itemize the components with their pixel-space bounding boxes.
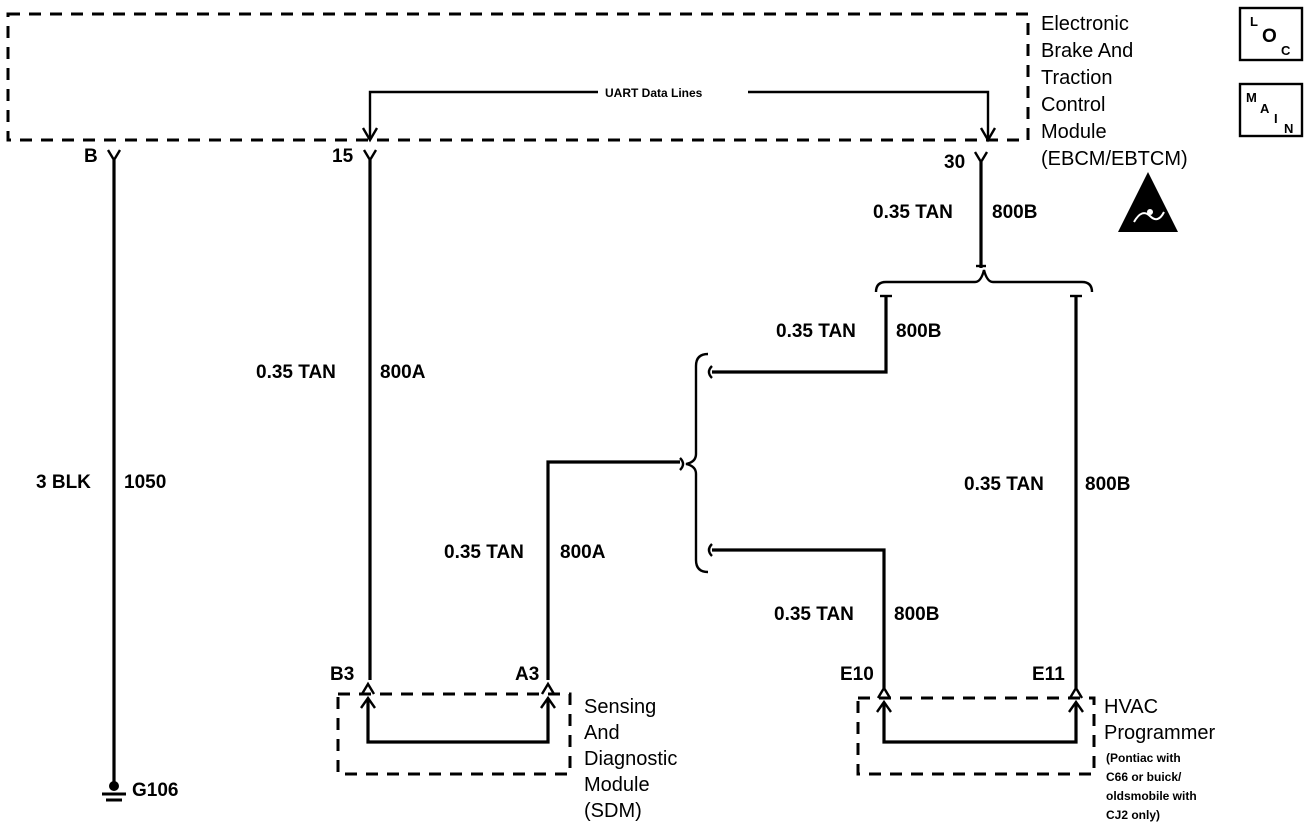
loc-badge-o: O [1262, 26, 1277, 47]
hvac-note-line-4: CJ2 only) [1106, 808, 1160, 822]
ebcm-title-line-1: Electronic [1041, 13, 1129, 35]
uart-data-line [368, 90, 990, 138]
splice-brace-middle [685, 352, 709, 574]
hvac-pin-e11-connector [1068, 685, 1084, 699]
ebcm-pin-15-connector [362, 149, 378, 163]
hvac-internal-jumper [882, 704, 1078, 744]
sdm-module-box [336, 692, 572, 776]
hvac-inner-arrow-right [1068, 699, 1084, 713]
splice-brace-top [874, 269, 1094, 293]
sdm-pin-a3-connector [540, 681, 556, 695]
splice-middle-stub-left [679, 457, 685, 471]
wire-800a-upper-circuit: 800A [380, 362, 426, 383]
hvac-note-line-2: C66 or buick/ [1106, 770, 1182, 784]
splice-middle-stub-bottom [707, 543, 713, 557]
wire-800a-lower-circuit: 800A [560, 542, 606, 563]
uart-label: UART Data Lines [605, 86, 703, 100]
main-badge-m: M [1246, 90, 1257, 105]
hvac-title: HVAC Programmer (Pontiac with C66 or bui… [1104, 696, 1215, 822]
wire-800b-low-gauge: 0.35 TAN [774, 604, 854, 625]
hvac-note-line-3: oldsmobile with [1106, 789, 1197, 803]
sdm-title-line-4: Module [584, 774, 650, 796]
sdm-internal-jumper [366, 700, 550, 744]
hvac-title-line-1: HVAC [1104, 696, 1158, 718]
ebcm-title-line-5: Module [1041, 121, 1107, 143]
esd-warning-icon [1118, 172, 1178, 232]
loc-badge[interactable]: L O C [1238, 6, 1304, 62]
ebcm-pin-b: B [84, 146, 98, 167]
wire-800b-low [712, 548, 886, 688]
wire-800b-top-gauge: 0.35 TAN [873, 202, 953, 223]
main-badge-n: N [1284, 121, 1293, 136]
wire-800b-right-gauge: 0.35 TAN [964, 474, 1044, 495]
wire-800a-lower-gauge: 0.35 TAN [444, 542, 524, 563]
wire-800b-right-circuit: 800B [1085, 474, 1130, 495]
ebcm-title-line-3: Traction [1041, 67, 1113, 89]
ground-label: G106 [132, 780, 178, 801]
wire-800b-top-circuit: 800B [992, 202, 1037, 223]
wire-800a-lower [546, 460, 680, 680]
hvac-title-line-2: Programmer [1104, 722, 1215, 744]
ebcm-pin-30: 30 [944, 152, 965, 173]
main-badge[interactable]: M A I N [1238, 82, 1304, 138]
ebcm-title: Electronic Brake And Traction Control Mo… [1041, 13, 1188, 170]
ebcm-pin-15: 15 [332, 146, 354, 167]
hvac-pin-e11: E11 [1032, 664, 1065, 685]
wire-1050-gauge: 3 BLK [36, 472, 91, 493]
sdm-pin-b3-connector [360, 681, 376, 695]
ebcm-module-box [6, 12, 1030, 142]
sdm-title-line-5: (SDM) [584, 800, 642, 822]
wire-800b-low-circuit: 800B [894, 604, 939, 625]
ebcm-pin-b-connector [106, 149, 122, 163]
sdm-pin-b3: B3 [330, 664, 354, 685]
sdm-inner-arrow-left [360, 695, 376, 709]
sdm-title-line-2: And [584, 722, 620, 744]
main-badge-i: I [1274, 111, 1278, 126]
splice-middle-stub-top [707, 365, 713, 379]
uart-arrow-left [361, 127, 379, 143]
wire-800b-mid-gauge: 0.35 TAN [776, 321, 856, 342]
ebcm-title-line-2: Brake And [1041, 40, 1133, 62]
wire-800b-mid [712, 296, 888, 374]
ground-symbol-icon [102, 781, 126, 802]
hvac-inner-arrow-left [876, 699, 892, 713]
ebcm-title-line-4: Control [1041, 94, 1105, 116]
wire-1050-circuit: 1050 [124, 472, 166, 493]
uart-arrow-right [979, 127, 997, 143]
loc-badge-l: L [1250, 14, 1258, 29]
sdm-pin-a3: A3 [515, 664, 539, 685]
hvac-pin-e10-connector [876, 685, 892, 699]
ebcm-pin-30-connector [973, 151, 989, 165]
main-badge-a: A [1260, 101, 1270, 116]
hvac-pin-e10: E10 [840, 664, 874, 685]
ebcm-title-line-6: (EBCM/EBTCM) [1041, 148, 1188, 170]
sdm-title: Sensing And Diagnostic Module (SDM) [584, 696, 677, 822]
loc-badge-c: C [1281, 43, 1291, 58]
hvac-module-box [856, 696, 1096, 776]
hvac-note-line-1: (Pontiac with [1106, 751, 1181, 765]
sdm-title-line-3: Diagnostic [584, 748, 677, 770]
sdm-title-line-1: Sensing [584, 696, 656, 718]
wire-800a-upper-gauge: 0.35 TAN [256, 362, 336, 383]
wire-800b-mid-circuit: 800B [896, 321, 941, 342]
sdm-inner-arrow-right [540, 695, 556, 709]
